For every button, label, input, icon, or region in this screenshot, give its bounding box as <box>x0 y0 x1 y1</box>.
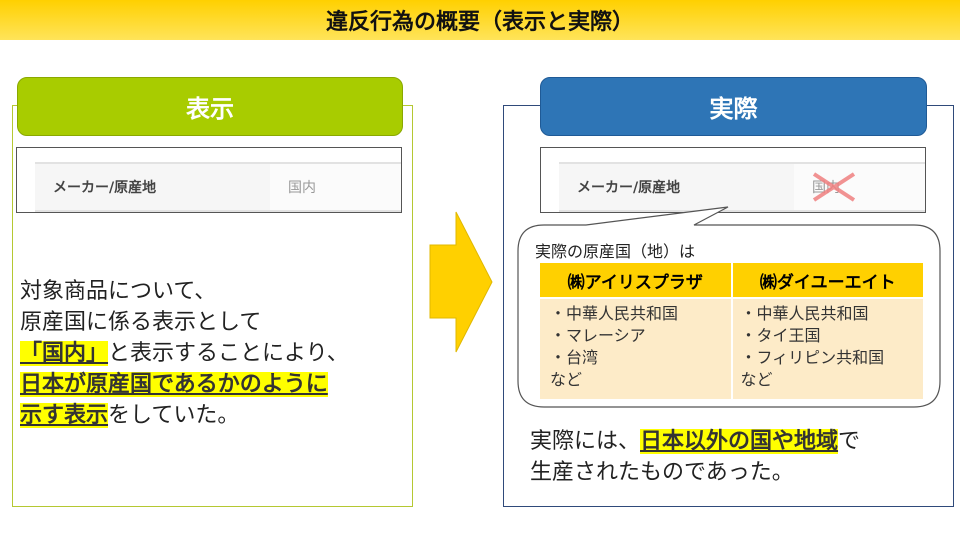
origin-item: ・中華人民共和国 <box>550 304 679 323</box>
origin-item: ・タイ王国 <box>740 326 821 345</box>
maker-origin-label: メーカー/原産地 <box>577 180 681 196</box>
display-description: 対象商品について、 原産国に係る表示として 「国内」と表示することにより、 日本… <box>20 276 410 431</box>
cross-out-icon <box>812 172 856 202</box>
slide-title: 違反行為の概要（表示と実際） <box>0 0 960 40</box>
text-line: 実際には、 <box>530 429 641 454</box>
text-line: で <box>838 429 861 454</box>
origin-item: ・台湾 <box>550 348 599 367</box>
origin-value: 国内 <box>270 164 401 210</box>
origin-item: ・中華人民共和国 <box>740 304 869 323</box>
text-line: 原産国に係る表示として <box>20 310 262 335</box>
origin-item: など <box>550 370 583 389</box>
arrow-right-icon <box>429 211 493 353</box>
company-header: ㈱ダイユーエイト <box>732 263 923 297</box>
actual-screenshot: メーカー/原産地 国内 <box>540 147 926 213</box>
origin-item: ・フィリピン共和国 <box>740 348 885 367</box>
actual-description: 実際には、日本以外の国や地域で 生産されたものであった。 <box>530 426 950 488</box>
text-line: と表示することにより、 <box>108 341 349 366</box>
maker-origin-label: メーカー/原産地 <box>53 180 157 196</box>
text-line: をしていた。 <box>108 403 240 428</box>
display-header: 表示 <box>17 77 403 136</box>
origin-value: 国内 <box>794 164 925 210</box>
bubble-caption: 実際の原産国（地）は <box>535 242 696 261</box>
highlight-foreign: 日本以外の国や地域 <box>640 429 839 454</box>
display-screenshot: メーカー/原産地 国内 <box>16 147 402 213</box>
text-line: 対象商品について、 <box>20 279 217 304</box>
highlight-display: 示す表示 <box>20 403 109 428</box>
origin-list: ・中華人民共和国 ・マレーシア ・台湾 など <box>540 299 731 399</box>
text-line: 生産されたものであった。 <box>530 460 794 485</box>
origin-item: ・マレーシア <box>550 326 646 345</box>
origin-item: など <box>740 370 773 389</box>
company-header: ㈱アイリスプラザ <box>540 263 731 297</box>
actual-header: 実際 <box>540 77 927 136</box>
highlight-domestic: 「国内」 <box>20 341 109 366</box>
highlight-japan-origin: 日本が原産国であるかのように <box>20 372 328 397</box>
origin-table: ㈱アイリスプラザ ㈱ダイユーエイト ・中華人民共和国 ・マレーシア ・台湾 など… <box>538 261 925 401</box>
origin-list: ・中華人民共和国 ・タイ王国 ・フィリピン共和国 など <box>732 299 923 399</box>
